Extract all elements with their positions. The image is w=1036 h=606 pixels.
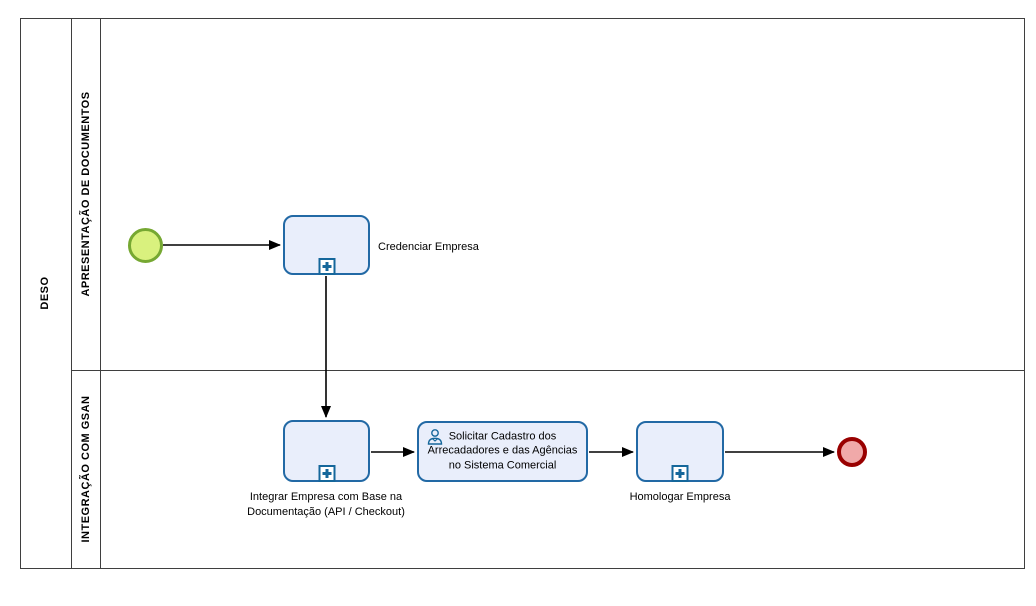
task-label-homologar-empresa: Homologar Empresa	[629, 491, 731, 503]
task-homologar-empresa[interactable]	[636, 421, 724, 482]
task-label-solicitar-cadastro: Solicitar Cadastro dos Arrecadadores e d…	[427, 430, 578, 472]
subprocess-plus-icon[interactable]	[318, 258, 335, 275]
lane-label-divider	[100, 18, 101, 569]
user-icon	[427, 429, 443, 445]
task-label-integrar-empresa: Integrar Empresa com Base na Documentaçã…	[247, 491, 405, 518]
task-integrar-empresa[interactable]	[283, 420, 370, 482]
plus-glyph	[322, 469, 331, 478]
end-event[interactable]	[837, 437, 867, 467]
subprocess-plus-icon[interactable]	[671, 465, 689, 482]
task-credenciar-empresa[interactable]	[283, 215, 370, 275]
lane-divider	[71, 370, 1025, 371]
pool-frame	[20, 18, 1025, 569]
plus-glyph	[675, 469, 685, 478]
task-solicitar-cadastro[interactable]: Solicitar Cadastro dos Arrecadadores e d…	[417, 421, 588, 482]
task-label-credenciar-empresa: Credenciar Empresa	[378, 241, 479, 253]
plus-glyph	[322, 262, 331, 271]
pool-header-divider	[71, 18, 72, 569]
start-event[interactable]	[128, 228, 163, 263]
subprocess-plus-icon[interactable]	[318, 465, 335, 482]
